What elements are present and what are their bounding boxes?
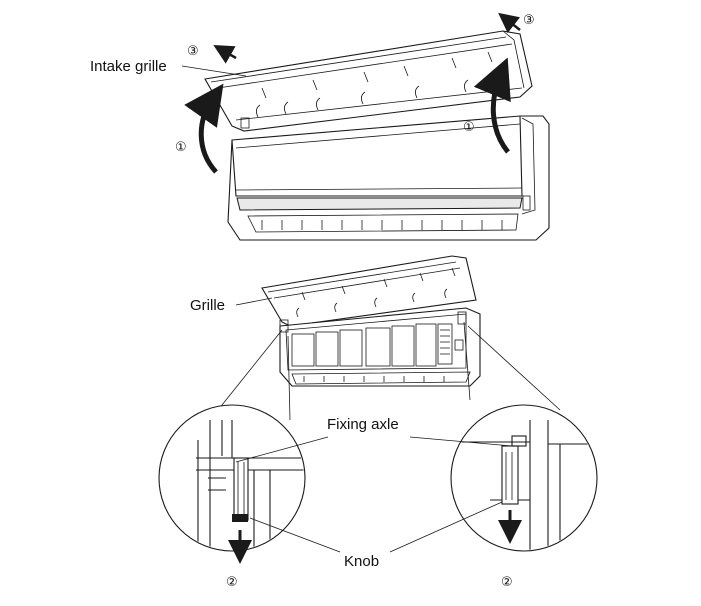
- right-detail-circle: [450, 404, 598, 552]
- fixing-axle-leader-left: [235, 436, 329, 463]
- knob-leader-right: [389, 501, 503, 553]
- lift-arrow-right: [473, 57, 511, 154]
- intake-grille-panel: [204, 30, 533, 132]
- pull-arrow-right: [498, 12, 521, 34]
- grille-label: Grille: [190, 297, 225, 314]
- intake-grille-leader: [181, 65, 247, 77]
- knob-label: Knob: [344, 553, 379, 570]
- grille-leader: [235, 297, 273, 306]
- top-unit: [181, 12, 550, 241]
- indoor-unit-body: [227, 115, 550, 241]
- step-3-marker-right: ③: [523, 13, 535, 28]
- zoom-line-right-b: [467, 325, 561, 411]
- step-1-marker-left: ①: [175, 140, 187, 155]
- fixing-axle-leader-right: [409, 436, 513, 447]
- knob-leader-left: [249, 517, 341, 553]
- lift-arrow-left: [184, 83, 224, 174]
- fixing-axle-label: Fixing axle: [327, 416, 399, 433]
- pull-arrow-left: [213, 45, 237, 64]
- intake-grille-label: Intake grille: [90, 58, 167, 75]
- zoom-line-left-b: [287, 335, 291, 421]
- step-1-marker-right: ①: [463, 120, 475, 135]
- step-2-marker-left: ②: [226, 575, 238, 590]
- left-detail-circle: [158, 404, 306, 564]
- step-3-marker-left: ③: [187, 44, 199, 59]
- middle-unit: [217, 255, 561, 421]
- zoom-line-left-a: [217, 329, 283, 411]
- zoom-line-right-a: [463, 321, 471, 401]
- step-2-marker-right: ②: [501, 575, 513, 590]
